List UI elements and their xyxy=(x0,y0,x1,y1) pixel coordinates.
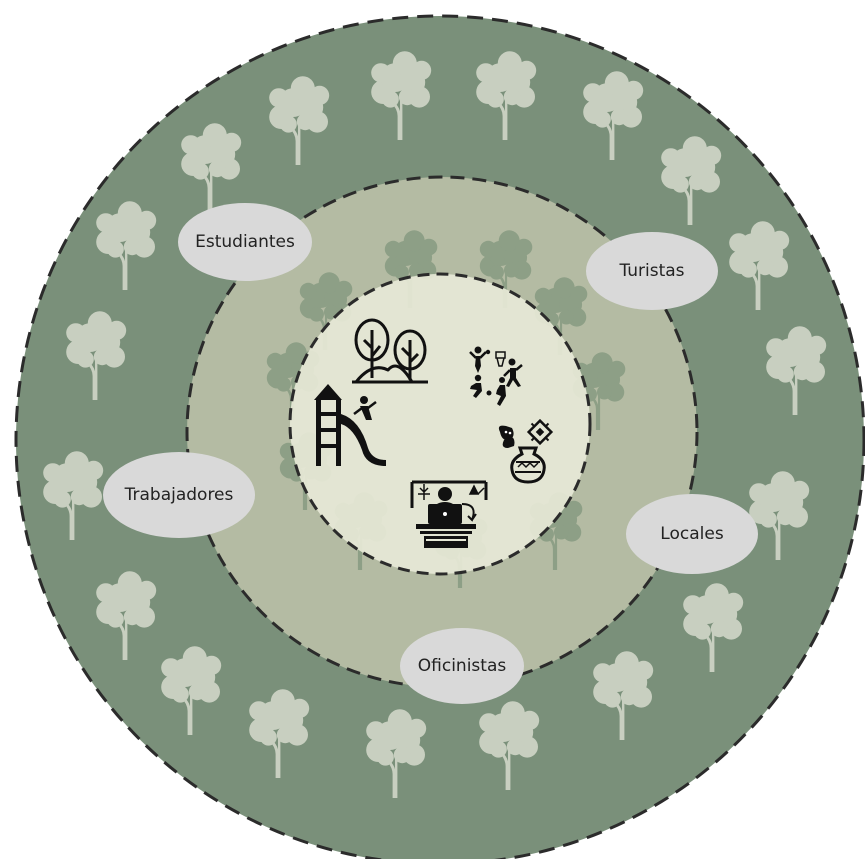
label-trabajadores: Trabajadores xyxy=(103,452,255,538)
label-locales: Locales xyxy=(626,494,758,574)
label-oficinistas: Oficinistas xyxy=(400,628,524,704)
label-estudiantes: Estudiantes xyxy=(178,203,312,281)
label-turistas: Turistas xyxy=(586,232,718,310)
